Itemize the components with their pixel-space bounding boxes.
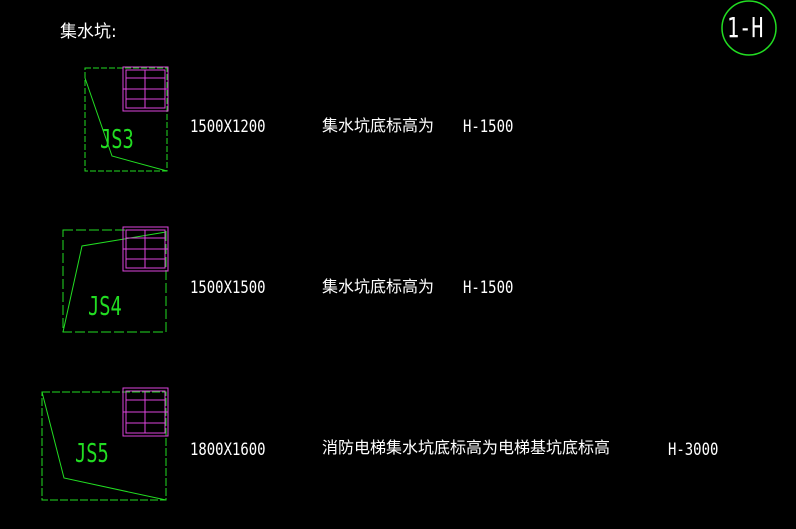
pit-note-js3: 集水坑底标高为 [322,116,435,135]
pit-js4-symbol [62,226,169,333]
pit-elevation-js4: H-1500 [463,278,514,298]
pit-js3-symbol [84,66,169,172]
pit-label-js5: JS5 [75,439,109,469]
sump-pump-icon [122,66,169,112]
sump-pump-icon [122,226,169,272]
pit-size-js5: 1800X1600 [190,440,266,460]
pit-label-js4: JS4 [88,292,122,322]
sump-pump-icon [122,387,169,437]
pit-size-js4: 1500X1500 [190,278,266,298]
pit-js5-symbol [41,387,169,501]
drawing-title: 集水坑: [60,22,117,42]
pit-label-js3: JS3 [100,125,134,155]
grid-axis-bubble [721,0,777,56]
pit-size-js3: 1500X1200 [190,117,266,137]
pit-elevation-js3: H-1500 [463,117,514,137]
pit-elevation-js5: H-3000 [668,440,719,460]
grid-axis-label: 1-H [727,11,764,44]
pit-note-js4: 集水坑底标高为 [322,277,435,296]
pit-note-js5: 消防电梯集水坑底标高为电梯基坑底标高 [322,438,611,457]
